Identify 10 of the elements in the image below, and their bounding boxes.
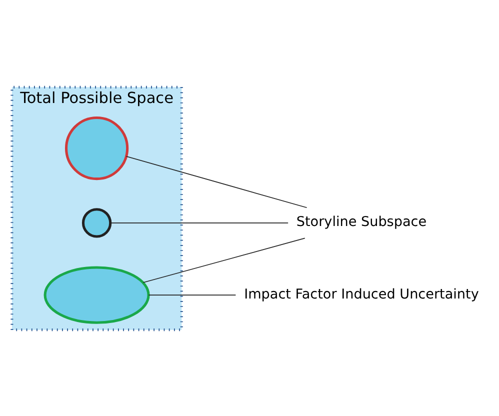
cluster: Total Possible Space (10, 85, 183, 331)
node-text: Impact Factor Induced Uncertainty (244, 286, 479, 302)
connector (142, 237, 306, 282)
connector (126, 155, 308, 208)
node-text: Storyline Subspace (296, 214, 427, 230)
connector (110, 222, 288, 223)
node-circle (64, 116, 129, 180)
node-ellipse (44, 266, 150, 324)
connector (148, 294, 236, 295)
node-circle (82, 208, 112, 238)
